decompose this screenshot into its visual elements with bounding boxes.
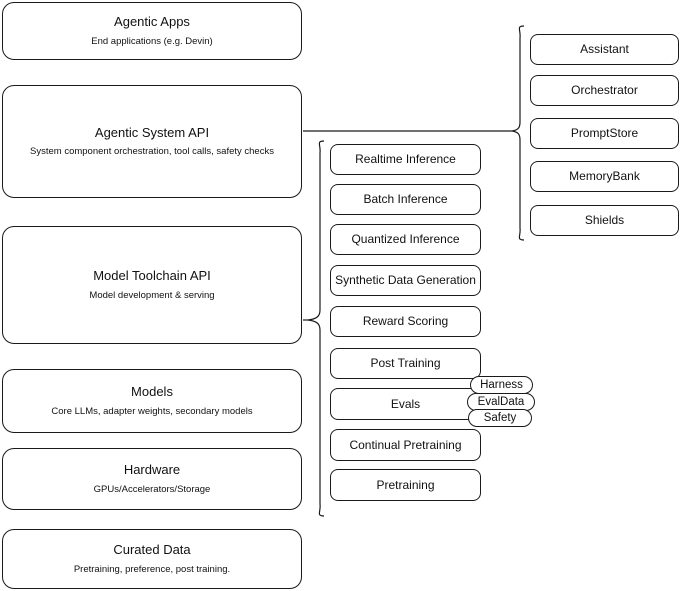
agentic-item-orchestrator[interactable]: Orchestrator [530,75,679,106]
agentic-item-promptstore[interactable]: PromptStore [530,118,679,149]
layer-subtitle: Pretraining, preference, post training. [73,563,231,575]
toolchain-item-realtime-inference[interactable]: Realtime Inference [330,144,481,175]
eval-pill-label: Harness [480,378,523,391]
layer-curated-data[interactable]: Curated Data Pretraining, preference, po… [2,529,302,589]
layer-title: Agentic Apps [114,14,190,30]
eval-pill-safety[interactable]: Safety [468,409,532,427]
layer-title: Agentic System API [94,124,210,140]
layer-subtitle: System component orchestration, tool cal… [30,146,274,158]
layer-hardware[interactable]: Hardware GPUs/Accelerators/Storage [2,448,302,510]
agentic-item-assistant[interactable]: Assistant [530,34,679,65]
toolchain-item-synthetic-data-generation[interactable]: Synthetic Data Generation [330,265,481,296]
layer-title: Hardware [123,462,181,478]
layer-subtitle: End applications (e.g. Devin) [91,35,213,47]
agentic-item-label: PromptStore [570,126,639,140]
eval-pill-harness[interactable]: Harness [470,376,533,394]
layer-agentic-apps[interactable]: Agentic Apps End applications (e.g. Devi… [2,2,302,60]
agentic-item-memorybank[interactable]: MemoryBank [530,161,679,192]
layer-subtitle: Core LLMs, adapter weights, secondary mo… [51,405,253,417]
toolchain-item-label: Realtime Inference [355,152,456,166]
layer-title: Model Toolchain API [93,268,211,284]
toolchain-item-evals[interactable]: Evals [330,388,481,420]
brace-toolchain-column [307,140,325,517]
toolchain-item-label: Synthetic Data Generation [335,273,476,287]
brace-agentic-column [511,25,525,241]
layer-agentic-system-api[interactable]: Agentic System API System component orch… [2,85,302,198]
toolchain-item-label: Continual Pretraining [349,437,462,452]
agentic-item-label: MemoryBank [569,169,640,183]
layer-subtitle: Model development & serving [89,289,215,301]
eval-pill-label: EvalData [477,395,525,408]
toolchain-item-label: Reward Scoring [362,314,449,328]
toolchain-item-label: Evals [390,396,421,411]
toolchain-item-post-training[interactable]: Post Training [330,348,481,379]
layer-title: Curated Data [113,542,191,558]
layer-subtitle: GPUs/Accelerators/Storage [93,483,211,495]
agentic-item-label: Assistant [580,42,629,56]
toolchain-item-pretraining[interactable]: Pretraining [330,469,481,501]
layer-models[interactable]: Models Core LLMs, adapter weights, secon… [2,369,302,433]
layer-title: Models [131,384,173,400]
toolchain-item-label: Post Training [370,356,441,370]
toolchain-item-label: Batch Inference [363,192,448,206]
agentic-item-label: Shields [584,213,625,227]
agentic-item-label: Orchestrator [571,83,638,97]
toolchain-item-reward-scoring[interactable]: Reward Scoring [330,306,481,337]
toolchain-item-label: Quantized Inference [351,232,460,246]
toolchain-item-batch-inference[interactable]: Batch Inference [330,184,481,215]
eval-pill-label: Safety [483,411,517,424]
agentic-item-shields[interactable]: Shields [530,205,679,236]
toolchain-item-quantized-inference[interactable]: Quantized Inference [330,224,481,255]
layer-model-toolchain-api[interactable]: Model Toolchain API Model development & … [2,226,302,344]
toolchain-item-continual-pretraining[interactable]: Continual Pretraining [330,429,481,461]
toolchain-item-label: Pretraining [376,477,435,492]
